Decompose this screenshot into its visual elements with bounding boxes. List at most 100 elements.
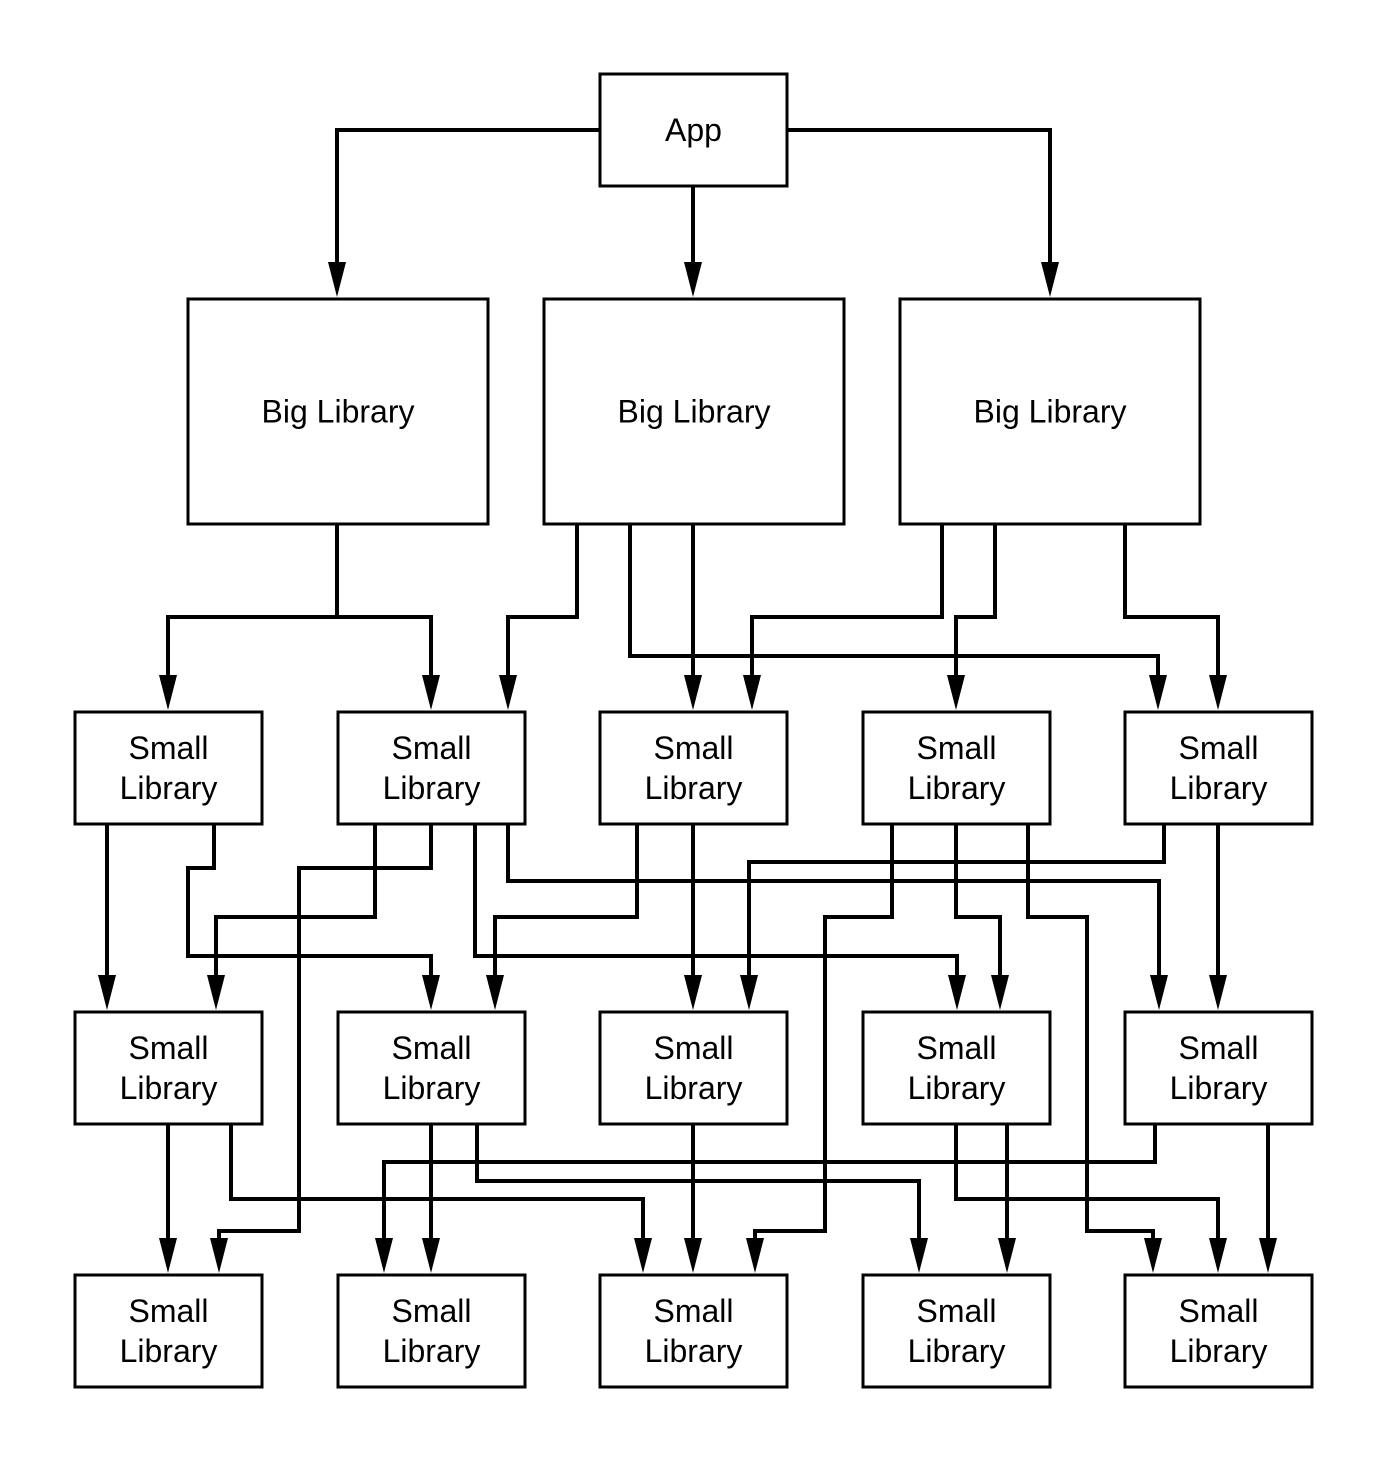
node-box	[598, 1010, 789, 1126]
node-box	[336, 1273, 527, 1389]
node-label: Library	[645, 770, 743, 806]
node-box	[1123, 1273, 1314, 1389]
node-label: Library	[908, 1333, 1006, 1369]
edge-s1_5-to-s2_5	[1209, 824, 1227, 1010]
connector-line	[335, 128, 600, 267]
arrowhead-icon	[159, 1238, 177, 1273]
edge-s1_2-to-s3_1	[210, 824, 433, 1273]
edges-layer	[98, 128, 1277, 1273]
node-box	[598, 1273, 789, 1389]
connector-line	[217, 824, 433, 1243]
arrowhead-icon	[207, 975, 225, 1010]
node-label: Small	[1178, 1030, 1258, 1066]
connector-line	[475, 1124, 921, 1243]
edge-big3-to-s1_3	[743, 524, 944, 710]
arrowhead-icon	[1150, 975, 1168, 1010]
edge-s1_4-to-s2_4	[954, 824, 1009, 1010]
connector-line	[1026, 824, 1155, 1243]
arrowhead-icon	[486, 975, 504, 1010]
edge-app-to-big1	[328, 128, 600, 297]
connector-line	[506, 524, 579, 680]
edge-big2-to-s1_3	[684, 524, 702, 710]
connector-line	[787, 128, 1052, 267]
node-label: Small	[128, 730, 208, 766]
arrowhead-icon	[743, 675, 761, 710]
arrowhead-icon	[1041, 262, 1059, 297]
node-label: Library	[1170, 770, 1268, 806]
arrowhead-icon	[1209, 675, 1227, 710]
node-label: Library	[645, 1333, 743, 1369]
node-box	[336, 710, 527, 826]
node-label: App	[665, 112, 722, 148]
arrowhead-icon	[1209, 975, 1227, 1010]
node-box	[1123, 1010, 1314, 1126]
node-box	[73, 710, 264, 826]
arrowhead-icon	[910, 1238, 928, 1273]
big-library-node: Big Library	[186, 297, 490, 526]
edge-s2_4-to-s3_4	[998, 1124, 1016, 1273]
edge-s2_2-to-s3_4	[475, 1124, 928, 1273]
connector-line	[229, 1124, 645, 1243]
app-node: App	[598, 72, 789, 188]
edge-big1-to-s1_2	[337, 615, 440, 710]
node-label: Library	[1170, 1070, 1268, 1106]
arrowhead-icon	[1209, 1238, 1227, 1273]
connector-line	[186, 824, 433, 980]
edge-s2_5-to-s3_5	[1259, 1124, 1277, 1273]
arrowhead-icon	[98, 975, 116, 1010]
arrowhead-icon	[422, 675, 440, 710]
node-box	[542, 297, 846, 526]
edge-s1_4-to-s3_5	[1026, 824, 1162, 1273]
connector-line	[166, 524, 339, 680]
edge-s1_2-to-s2_4	[473, 824, 966, 1010]
node-box	[73, 1273, 264, 1389]
edge-s1_3-to-s2_2	[486, 824, 639, 1010]
node-label: Library	[120, 770, 218, 806]
connector-line	[506, 824, 1161, 980]
node-label: Library	[1170, 1333, 1268, 1369]
node-box	[186, 297, 490, 526]
node-label: Library	[383, 770, 481, 806]
connector-line	[382, 1124, 1157, 1243]
big-library-node: Big Library	[898, 297, 1202, 526]
arrowhead-icon	[991, 975, 1009, 1010]
node-box	[73, 1010, 264, 1126]
connector-line	[954, 824, 1002, 980]
edge-s2_2-to-s3_2	[422, 1124, 440, 1273]
connector-line	[1123, 524, 1220, 680]
big-library-node: Big Library	[542, 297, 846, 526]
arrowhead-icon	[684, 975, 702, 1010]
arrowhead-icon	[684, 1238, 702, 1273]
node-box	[336, 1010, 527, 1126]
node-label: Small	[653, 1293, 733, 1329]
node-label: Small	[1178, 730, 1258, 766]
node-label: Small	[653, 730, 733, 766]
connector-line	[337, 615, 433, 680]
edge-big2-to-s1_2	[499, 524, 579, 710]
arrowhead-icon	[998, 1238, 1016, 1273]
node-label: Small	[916, 1293, 996, 1329]
arrowhead-icon	[499, 675, 517, 710]
edge-s1_4-to-s3_3	[746, 824, 894, 1273]
arrowhead-icon	[328, 262, 346, 297]
node-label: Library	[645, 1070, 743, 1106]
connector-line	[747, 824, 1166, 980]
connector-line	[493, 824, 639, 980]
node-label: Library	[908, 770, 1006, 806]
node-label: Library	[908, 1070, 1006, 1106]
node-label: Library	[383, 1333, 481, 1369]
connector-line	[753, 824, 894, 1243]
edge-s1_2-to-s2_5	[506, 824, 1168, 1010]
edge-s1_5-to-s2_3	[740, 824, 1166, 1010]
arrowhead-icon	[1259, 1238, 1277, 1273]
edge-big1-to-s1_1	[159, 524, 339, 710]
